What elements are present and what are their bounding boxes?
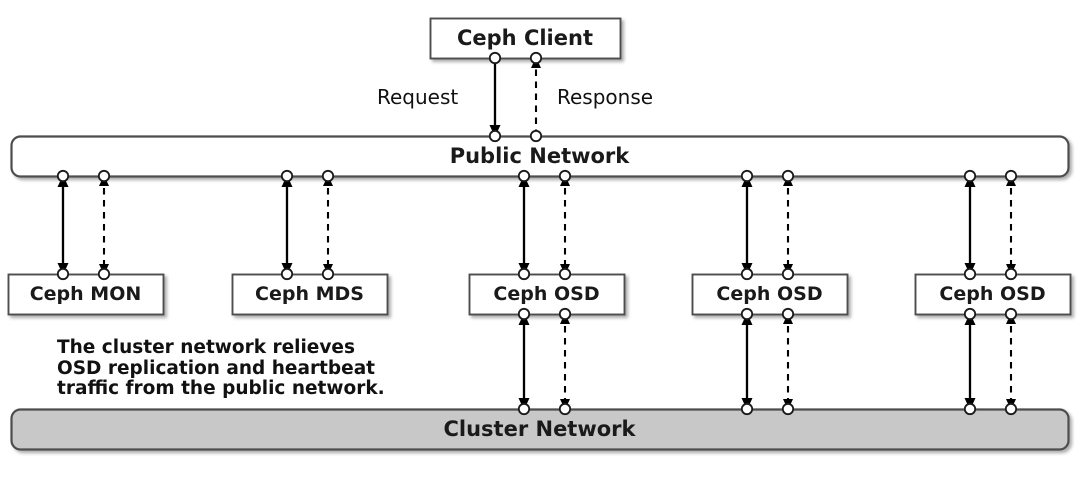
node-shape-osd2 [691, 273, 849, 316]
node-shape-client [429, 17, 622, 60]
port-osd2-top-dashed [781, 267, 795, 281]
node-shape-cluster_network [10, 408, 1070, 451]
port-public-osd2-dashed [781, 169, 795, 183]
node-shape-osd1 [468, 273, 626, 316]
port-mon-top-solid [56, 267, 70, 281]
port-cluster-osd1-dashed [558, 402, 572, 416]
port-public-osd3-dashed [1004, 169, 1018, 183]
port-client-response [529, 51, 543, 65]
port-public-client-response [529, 129, 543, 143]
port-osd2-bottom-solid [740, 307, 754, 321]
port-public-osd1-dashed [558, 169, 572, 183]
port-cluster-osd3-solid [963, 402, 977, 416]
port-public-osd1-solid [517, 169, 531, 183]
port-osd3-top-dashed [1004, 267, 1018, 281]
port-osd2-top-solid [740, 267, 754, 281]
node-shape-osd3 [914, 273, 1072, 316]
port-cluster-osd2-dashed [781, 402, 795, 416]
port-cluster-osd2-solid [740, 402, 754, 416]
port-public-mds-dashed [321, 169, 335, 183]
port-osd1-top-solid [517, 267, 531, 281]
port-mds-top-dashed [321, 267, 335, 281]
port-public-osd2-solid [740, 169, 754, 183]
port-osd3-bottom-dashed [1004, 307, 1018, 321]
port-osd1-top-dashed [558, 267, 572, 281]
cluster-network-note: The cluster network relieves OSD replica… [57, 337, 385, 399]
connection-ports [56, 51, 1018, 416]
port-osd1-bottom-dashed [558, 307, 572, 321]
port-client-request [488, 51, 502, 65]
port-cluster-osd1-solid [517, 402, 531, 416]
port-cluster-osd3-dashed [1004, 402, 1018, 416]
node-shape-mon [7, 273, 165, 316]
port-osd1-bottom-solid [517, 307, 531, 321]
port-public-mon-solid [56, 169, 70, 183]
port-public-osd3-solid [963, 169, 977, 183]
port-public-mds-solid [280, 169, 294, 183]
edge-label-response: Response [557, 85, 654, 109]
connection-edges [57, 57, 1017, 410]
port-osd3-top-solid [963, 267, 977, 281]
edge-label-request: Request [377, 85, 459, 109]
port-osd2-bottom-dashed [781, 307, 795, 321]
port-osd3-bottom-solid [963, 307, 977, 321]
port-mon-top-dashed [97, 267, 111, 281]
port-mds-top-solid [280, 267, 294, 281]
node-shapes [7, 17, 1072, 451]
node-shape-public_network [10, 135, 1070, 178]
node-shape-mds [231, 273, 389, 316]
port-public-client-request [488, 129, 502, 143]
port-public-mon-dashed [97, 169, 111, 183]
